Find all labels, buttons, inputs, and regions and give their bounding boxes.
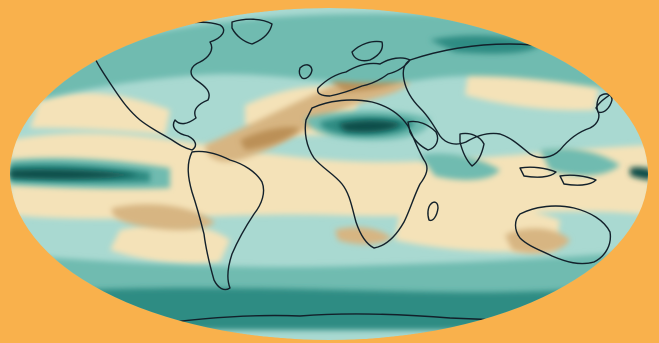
coastlines [91,18,631,327]
coast-uk [298,64,313,80]
coast-greenland [231,18,273,45]
south-pacific-light [110,223,230,265]
north-pacific-light [30,92,170,135]
coast-north-america [91,21,225,151]
coast-scandinavia [351,40,384,62]
coast-japan [596,93,613,114]
coast-arabia [407,120,439,151]
australia-dry [505,228,570,254]
coast-indonesia [519,166,597,186]
atlantic-dry-core [240,127,300,150]
equatorial-pacific-core [10,169,140,180]
arctic-wet-band [40,13,640,100]
coast-australia [514,205,612,265]
east-pacific-core [630,167,648,180]
south-pacific-dry [111,204,215,231]
tropical-band-light [10,133,648,219]
south-atlantic-dry [335,227,392,245]
sahara-dark-core [338,120,402,133]
maritime-continent-wet [540,148,620,176]
coast-europe [316,57,411,97]
coast-india [459,132,485,167]
coast-south-america [187,150,265,291]
coast-madagascar [427,201,439,222]
field-layer [10,8,648,340]
coast-africa [304,99,428,249]
indian-ocean-wet [420,153,500,180]
